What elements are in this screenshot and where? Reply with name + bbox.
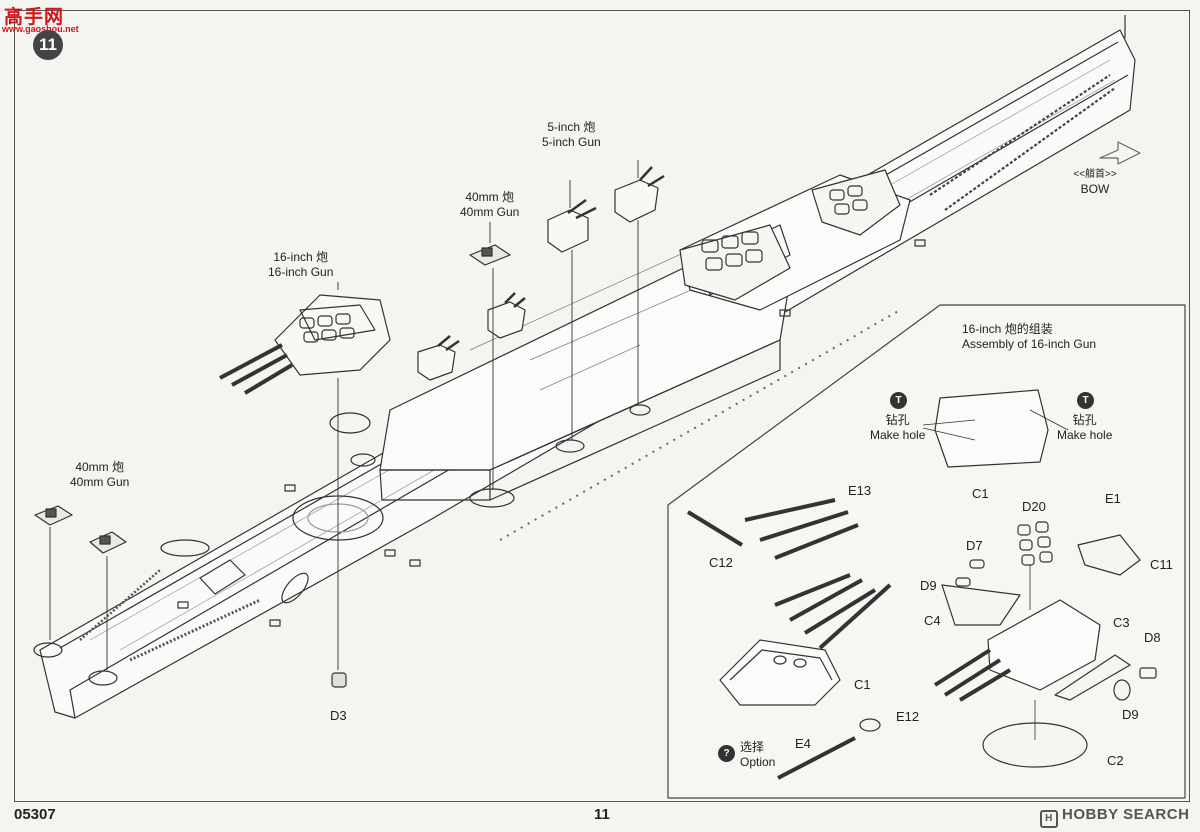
- part-label-c11: C11: [1150, 557, 1173, 572]
- battleship-hull: [33, 15, 1136, 719]
- part-e4-e12: [777, 718, 881, 780]
- callout-40mm-left-cn: 40mm 炮: [75, 460, 125, 474]
- part-c1-tub: [719, 639, 841, 706]
- second-turret-installed: [679, 224, 791, 301]
- callout-16inch-gun-cn: 16-inch 炮: [273, 250, 329, 264]
- inset-title: 16-inch 炮的组装 Assembly of 16-inch Gun: [962, 322, 1096, 352]
- make-hole-icon-left: T: [890, 392, 907, 409]
- option-label: 选择 Option: [740, 740, 775, 770]
- inset-title-cn: 16-inch 炮的组装: [962, 322, 1053, 336]
- watermark-logo: 高手网: [4, 6, 65, 28]
- callout-5inch-gun-cn: 5-inch 炮: [547, 120, 596, 134]
- turret-5inch-c: [487, 292, 526, 339]
- part-label-d3: D3: [330, 708, 347, 723]
- option-icon: ?: [718, 745, 735, 762]
- part-label-c1-mid: C1: [854, 677, 871, 692]
- turret-5inch-a: [547, 198, 597, 253]
- page-number: 11: [594, 806, 610, 823]
- turret-16inch-exploded: [219, 294, 391, 395]
- mount-40mm-top: [469, 244, 511, 266]
- part-c1-top-drawing: [922, 389, 1069, 468]
- callout-16inch-gun: 16-inch 炮 16-inch Gun: [268, 250, 333, 280]
- part-label-c3: C3: [1113, 615, 1130, 630]
- make-hole-icon-right: T: [1077, 392, 1094, 409]
- part-label-e1: E1: [1105, 491, 1121, 506]
- bow-label: <<艏首>> BOW: [1065, 167, 1125, 197]
- hobby-search-text: HOBBY SEARCH: [1062, 806, 1190, 823]
- bow-label-cn: <<艏首>>: [1073, 169, 1117, 180]
- callout-40mm-left-en: 40mm Gun: [70, 475, 130, 489]
- watermark-url: www.gaoshou.net: [2, 24, 79, 34]
- callout-5inch-gun-en: 5-inch Gun: [542, 135, 601, 149]
- turret-5inch-b: [614, 166, 665, 223]
- option-label-cn: 选择: [740, 740, 765, 754]
- part-d3-piece: [331, 672, 347, 688]
- part-label-c12: C12: [709, 555, 733, 570]
- callout-40mm-gun-left: 40mm 炮 40mm Gun: [70, 460, 129, 490]
- part-label-d20: D20: [1022, 499, 1046, 514]
- make-hole-left-cn: 钻孔: [885, 413, 910, 427]
- make-hole-right-cn: 钻孔: [1072, 413, 1097, 427]
- page-frame: [14, 10, 1190, 802]
- callout-16inch-gun-en: 16-inch Gun: [268, 265, 334, 279]
- turret-5inch-d: [417, 335, 460, 381]
- turret-assembly-right: [933, 521, 1157, 768]
- product-code: 05307: [14, 806, 56, 823]
- make-hole-label-left: 钻孔 Make hole: [870, 413, 925, 443]
- callout-5inch-gun: 5-inch 炮 5-inch Gun: [542, 120, 601, 150]
- make-hole-label-right: 钻孔 Make hole: [1057, 413, 1112, 443]
- mount-40mm-left-a: [34, 505, 73, 526]
- callout-40mm-top-cn: 40mm 炮: [465, 190, 515, 204]
- option-label-en: Option: [740, 755, 776, 769]
- part-label-c1-top: C1: [972, 486, 989, 501]
- bow-label-en: BOW: [1080, 182, 1110, 196]
- part-label-d8: D8: [1144, 630, 1161, 645]
- part-label-c4: C4: [924, 613, 941, 628]
- step-number-badge: 11: [33, 30, 63, 60]
- mount-40mm-left-b: [89, 531, 127, 554]
- make-hole-right-en: Make hole: [1057, 428, 1113, 442]
- part-label-d7: D7: [966, 538, 983, 553]
- callout-40mm-top-en: 40mm Gun: [460, 205, 520, 219]
- forward-turret-installed: [811, 169, 901, 236]
- part-label-e12: E12: [896, 709, 920, 724]
- part-label-d9-right: D9: [1122, 707, 1139, 722]
- callout-40mm-gun-top: 40mm 炮 40mm Gun: [460, 190, 519, 220]
- part-label-e13: E13: [848, 483, 872, 498]
- part-label-c2: C2: [1107, 753, 1124, 768]
- part-label-d9-left: D9: [920, 578, 937, 593]
- barrels-e13: [686, 498, 892, 650]
- hobby-search-logo-icon: H: [1040, 810, 1058, 828]
- part-label-e4: E4: [795, 736, 811, 751]
- make-hole-left-en: Make hole: [870, 428, 926, 442]
- inset-title-en: Assembly of 16-inch Gun: [962, 337, 1097, 351]
